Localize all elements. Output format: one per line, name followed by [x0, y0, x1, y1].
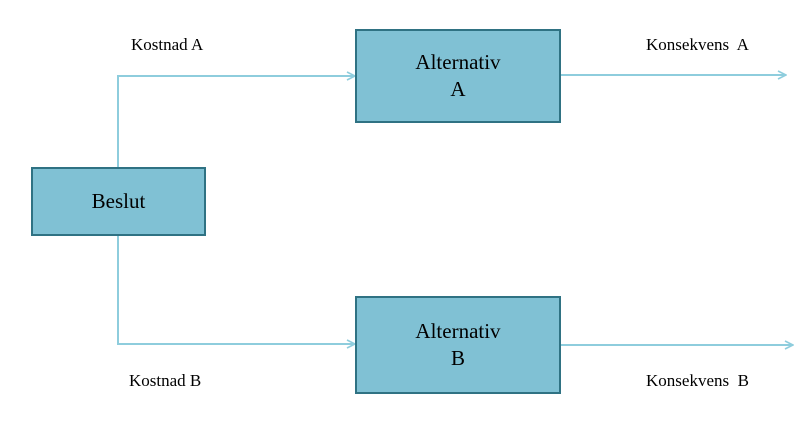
alternative-b-box: Alternativ B [355, 296, 561, 394]
alternative-a-box: Alternativ A [355, 29, 561, 123]
decision-box: Beslut [31, 167, 206, 236]
alternative-a-label-line1: Alternativ [415, 50, 501, 74]
alternative-b-label-line2: B [450, 346, 465, 370]
alternative-a-label-line2: A [450, 77, 466, 101]
consequence-a-label: Konsekvens A [646, 35, 749, 54]
consequence-b-label: Konsekvens B [646, 371, 749, 390]
cost-b-label: Kostnad B [129, 371, 202, 390]
alternative-b-label-line1: Alternativ [415, 319, 501, 343]
connector-decision-to-alternative-a [117, 76, 355, 167]
connector-decision-to-alternative-b [117, 236, 355, 344]
cost-a-label: Kostnad A [131, 35, 204, 54]
decision-label: Beslut [91, 189, 146, 213]
